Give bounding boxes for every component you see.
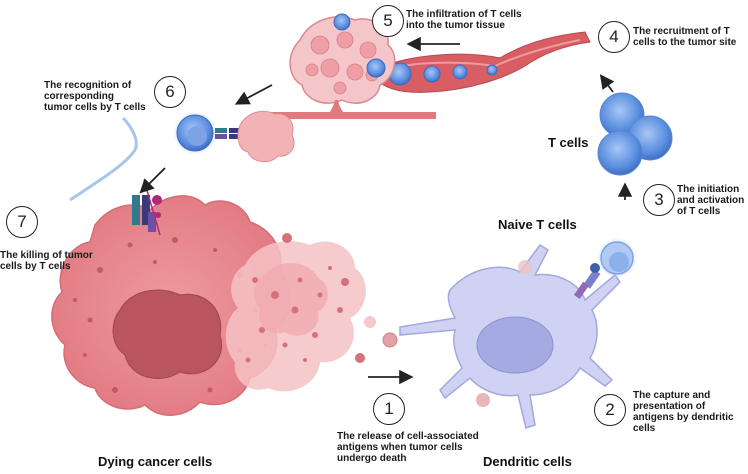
blood-vessel xyxy=(371,31,591,93)
dying-cancer-cells-label: Dying cancer cells xyxy=(98,454,213,469)
dendritic-cells-label: Dendritic cells xyxy=(483,454,572,469)
arrow-recognition-to-killing xyxy=(139,167,166,194)
step-5-text: The infiltration of T cells into the tum… xyxy=(406,9,522,31)
recognition-scene xyxy=(173,110,295,163)
dying-cancer-cell xyxy=(51,195,291,416)
arrows xyxy=(139,36,633,385)
step-3-number: 3 xyxy=(643,184,675,216)
step-1-text: The release of cell-associated antigens … xyxy=(337,431,479,464)
step-3-text: The initiation and activation of T cells xyxy=(677,184,745,217)
step-2-number: 2 xyxy=(594,394,626,426)
dendritic-cell xyxy=(382,243,621,429)
released-antigens xyxy=(225,233,376,392)
step-1-number: 1 xyxy=(373,393,405,425)
naive-t-cells-label: Naive T cells xyxy=(498,217,577,232)
step-7-number: 7 xyxy=(6,206,38,238)
step-5-number: 5 xyxy=(372,5,404,37)
tumor-tissue xyxy=(268,13,436,119)
arrow-activated-to-vessel xyxy=(599,74,615,93)
step-4-text: The recruitment of T cells to the tumor … xyxy=(633,26,737,48)
step-4-number: 4 xyxy=(598,21,630,53)
step-6-text: The recognition of corresponding tumor c… xyxy=(44,80,146,113)
t-cells-label: T cells xyxy=(548,135,589,150)
activated-t-cells xyxy=(597,92,673,176)
step-6-number: 6 xyxy=(154,76,186,108)
naive-t-cell xyxy=(573,238,637,299)
step-7-text: The killing of tumor cells by T cells xyxy=(0,250,93,272)
step-2-text: The capture and presentation of antigens… xyxy=(633,390,734,434)
arrow-tumor-to-recognition xyxy=(234,84,273,105)
